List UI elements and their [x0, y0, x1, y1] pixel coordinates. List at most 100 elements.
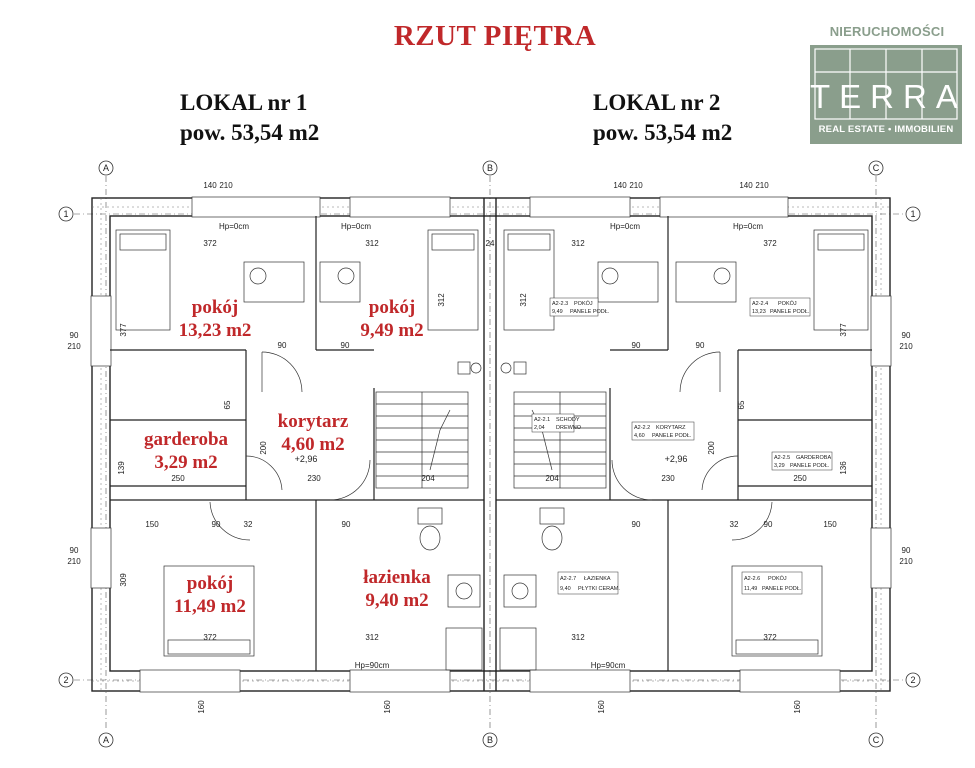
dim-204-a: 204 — [421, 474, 435, 483]
dim-90-b: 90 — [341, 341, 350, 350]
axis-label-b-bottom: B — [487, 735, 493, 745]
dim-90-c: 90 — [632, 341, 641, 350]
tag-23-name: POKÓJ — [574, 300, 593, 307]
exterior-walls — [91, 197, 891, 692]
dim-312-vert-a: 312 — [437, 293, 446, 307]
dim-309-left: 309 — [119, 573, 128, 587]
hp0-left-2: Hp=0cm — [341, 222, 371, 231]
dim-204-b: 204 — [545, 474, 559, 483]
axis-label-b-top: B — [487, 163, 493, 173]
dim-372-c: 372 — [203, 633, 217, 642]
dim-312-d: 312 — [571, 633, 585, 642]
dim-left-90: 90 — [70, 331, 79, 340]
dim-372-a: 372 — [203, 239, 217, 248]
hp90-left: Hp=90cm — [355, 661, 390, 670]
axis-bubble-c-bottom — [868, 732, 884, 748]
tag-26-area: 11,49 — [744, 586, 757, 592]
axis-label-c-bottom: C — [873, 735, 880, 745]
axis-bubble-c-top — [868, 160, 884, 176]
dim-200-right: 200 — [707, 441, 716, 455]
unit-2-name: LOKAL nr 2 — [593, 90, 721, 115]
logo-grid-icon — [814, 48, 958, 120]
dim-top-140-c: 140 — [613, 181, 627, 190]
hp0-right-2: Hp=0cm — [733, 222, 763, 231]
dim-top-210-c: 210 — [629, 181, 643, 190]
tag-22-area: 4,60 — [634, 433, 645, 439]
dim-65-left: 65 — [223, 400, 232, 409]
tag-25-area: 3,29 — [774, 463, 785, 469]
axis-label-c-top: C — [873, 163, 880, 173]
tag-22-name: KORYTARZ — [656, 425, 686, 431]
dim-312-c: 312 — [365, 633, 379, 642]
axis-label-a-top: A — [103, 163, 109, 173]
tag-27-name: ŁAZIENKA — [584, 576, 611, 582]
dim-230-a: 230 — [307, 474, 321, 483]
room-label-lazienka: łazienka 9,40 m2 — [363, 567, 431, 611]
dim-left-210: 210 — [67, 342, 81, 351]
terra-logo: NIERUCHOMOŚCI TERRA® REAL ESTATE • IMMOB… — [810, 0, 975, 144]
registered-mark: ® — [966, 85, 975, 99]
staircase-right — [513, 391, 607, 489]
dim-90-d: 90 — [696, 341, 705, 350]
axis-bubble-2-left — [58, 672, 74, 688]
dim-top-140-a: 140 — [203, 181, 217, 190]
dim-372-d: 372 — [763, 633, 777, 642]
dim-200-left: 200 — [259, 441, 268, 455]
dim-150-b: 150 — [823, 520, 837, 529]
furniture-beds — [115, 229, 869, 657]
level-mark-left: +2,96 — [295, 454, 318, 464]
dim-top-210-a: 210 — [219, 181, 233, 190]
axis-bubble-b-top — [482, 160, 498, 176]
tag-24-code: A2-2.4 — [752, 301, 768, 307]
dim-312-vert-b: 312 — [519, 293, 528, 307]
tag-21-floor: DREWNO — [556, 425, 582, 431]
unit-2-area: pow. 53,54 m2 — [593, 120, 733, 145]
tag-27-area: 9,40 — [560, 586, 571, 592]
axis-label-1-right: 1 — [910, 209, 915, 219]
axis-bubble-a-bottom — [98, 732, 114, 748]
tag-25-name: GARDEROBA — [796, 455, 831, 461]
room-label-garderoba: garderoba 3,29 m2 — [143, 429, 229, 473]
dim-312-b: 312 — [571, 239, 585, 248]
unit-1-header: LOKAL nr 1 pow. 53,54 m2 — [180, 88, 319, 148]
dim-65-right: 65 — [737, 400, 746, 409]
axis-bubble-2-right — [905, 672, 921, 688]
axis-label-2-right: 2 — [910, 675, 915, 685]
door-swings — [209, 351, 773, 541]
hp0-right: Hp=0cm — [610, 222, 640, 231]
room-label-pokoj-2: pokój 9,49 m2 — [360, 297, 424, 341]
tag-25-floor: PANELE PODŁ. — [790, 463, 830, 469]
dim-bottom-160-d: 160 — [793, 700, 802, 714]
axis-bubble-b-bottom — [482, 732, 498, 748]
dim-136: 136 — [839, 461, 848, 475]
interior-walls — [110, 216, 872, 671]
hp90-right: Hp=90cm — [591, 661, 626, 670]
dim-139: 139 — [117, 461, 126, 475]
dim-377-left: 377 — [119, 323, 128, 337]
tag-26-floor: PANELE PODŁ. — [762, 586, 802, 592]
unit-1-area: pow. 53,54 m2 — [180, 120, 320, 145]
tag-26-name: POKÓJ — [768, 575, 787, 582]
dim-312-a: 312 — [365, 239, 379, 248]
tag-23-code: A2-2.3 — [552, 301, 568, 307]
tag-24-floor: PANELE PODŁ. — [770, 309, 810, 315]
tag-25-code: A2-2.5 — [774, 455, 790, 461]
dim-90-a: 90 — [278, 341, 287, 350]
dim-372-b: 372 — [763, 239, 777, 248]
dim-90-f: 90 — [342, 520, 351, 529]
axis-label-a-bottom: A — [103, 735, 109, 745]
tag-21-name: SCHODY — [556, 417, 580, 423]
room-label-pokoj-1: pokój 13,23 m2 — [178, 297, 252, 341]
tag-27-floor: PŁYTKI CERAM. — [578, 586, 620, 592]
staircase-left — [375, 391, 469, 489]
dim-right-210-b: 210 — [899, 557, 913, 566]
windows — [90, 196, 892, 693]
axis-label-1-left: 1 — [63, 209, 68, 219]
dim-left-90-b: 90 — [70, 546, 79, 555]
axis-bubble-1-left — [58, 206, 74, 222]
axis-bubble-a-top — [98, 160, 114, 176]
dim-90-g: 90 — [632, 520, 641, 529]
tag-24-name: POKÓJ — [778, 300, 797, 307]
tag-22-code: A2-2.2 — [634, 425, 650, 431]
